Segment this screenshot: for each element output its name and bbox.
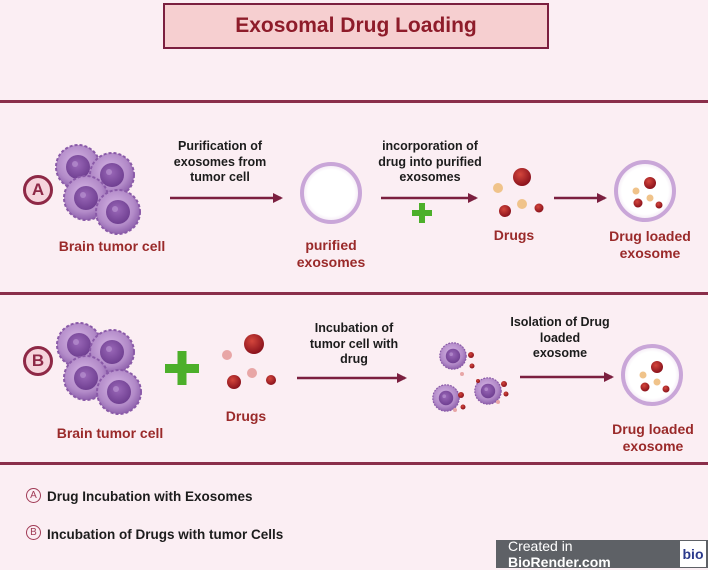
section-a-marker: A [23, 175, 53, 205]
biorender-badge[interactable]: Created in BioRender.com bio [496, 538, 708, 570]
tumor-cell-cluster-b [56, 322, 142, 415]
biorender-logo-icon: bio [679, 540, 707, 568]
badge-brand: BioRender.com [508, 554, 611, 570]
plus-icon-b [165, 351, 199, 385]
legend-marker-b: B [26, 525, 41, 540]
cell-label-b: Brain tumor cell [56, 425, 164, 441]
drugs-label-a: Drugs [493, 227, 535, 243]
legend-marker-a: A [26, 488, 41, 503]
tumor-cell-cluster-a [55, 144, 141, 235]
cells-with-drugs [432, 342, 509, 412]
drug-loaded-exosome-a [614, 160, 676, 222]
badge-text: Created in BioRender.com [508, 538, 611, 570]
page-title: Exosomal Drug Loading [163, 3, 549, 49]
drugs-cluster-b [222, 334, 276, 389]
legend-text-b: Incubation of Drugs with tumor Cells [47, 527, 284, 542]
drugs-cluster-a [493, 168, 544, 217]
divider-top [0, 100, 708, 103]
divider-bottom [0, 462, 708, 465]
section-b-marker: B [23, 346, 53, 376]
legend-text-a: Drug Incubation with Exosomes [47, 489, 253, 504]
plus-icon-a [412, 203, 432, 223]
divider-middle [0, 292, 708, 295]
purified-exosome [300, 162, 362, 224]
drugs-label-b: Drugs [225, 408, 267, 424]
drug-loaded-exosome-b [621, 344, 683, 406]
cell-label-a: Brain tumor cell [58, 238, 166, 254]
